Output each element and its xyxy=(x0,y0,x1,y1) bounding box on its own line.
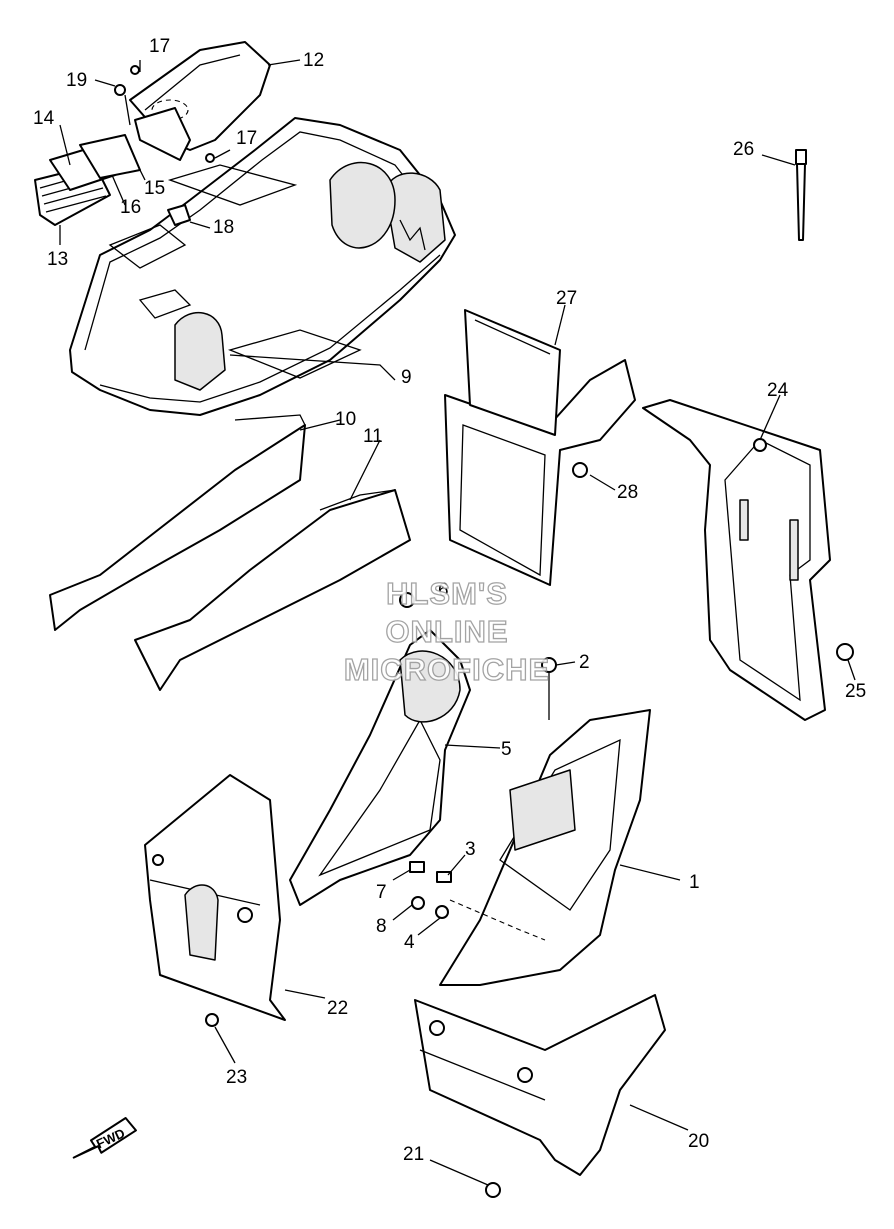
callout-6: 6 xyxy=(438,580,449,601)
callout-21: 21 xyxy=(403,1144,424,1165)
callout-14: 14 xyxy=(33,108,55,129)
vent-grille xyxy=(34,134,191,226)
callout-9: 9 xyxy=(401,367,412,388)
center-fasteners xyxy=(409,861,452,919)
assembly-dash xyxy=(449,899,546,941)
callout-20: 20 xyxy=(688,1131,709,1152)
callout-23: 23 xyxy=(226,1067,247,1088)
callout-15: 15 xyxy=(144,178,165,199)
watermark-line-3: MICROFICHE xyxy=(344,652,550,687)
callout-12: 12 xyxy=(303,50,324,71)
callout-13: 13 xyxy=(47,249,68,270)
callout-24: 24 xyxy=(767,380,789,401)
air-duct-top xyxy=(129,41,271,161)
side-rail-10 xyxy=(49,414,306,631)
callout-26: 26 xyxy=(733,139,754,160)
callout-10: 10 xyxy=(335,409,356,430)
callout-1: 1 xyxy=(689,872,700,893)
callout-2: 2 xyxy=(579,652,590,673)
callout-17a: 17 xyxy=(149,36,170,57)
callout-11: 11 xyxy=(363,426,383,447)
tank-box xyxy=(444,309,636,586)
hood-cowl xyxy=(69,117,456,416)
watermark-line-1: HLSM'S xyxy=(386,576,508,611)
fwd-arrow-icon: FWD xyxy=(72,1117,137,1159)
callout-3: 3 xyxy=(465,839,476,860)
hood-fasteners xyxy=(114,65,215,163)
callout-8: 8 xyxy=(376,916,387,937)
callout-5: 5 xyxy=(501,739,512,760)
callout-4: 4 xyxy=(404,932,415,953)
callout-labels: 1 2 3 4 5 6 7 8 9 10 11 12 13 14 15 16 1… xyxy=(33,36,866,1165)
leader-lines xyxy=(59,59,856,1186)
side-rail-11 xyxy=(134,489,411,691)
callout-25: 25 xyxy=(845,681,866,702)
callout-18: 18 xyxy=(213,217,234,238)
callout-28: 28 xyxy=(617,482,638,503)
watermark-line-2: ONLINE xyxy=(385,614,508,649)
lower-left-panel xyxy=(144,774,286,1027)
cable-tie xyxy=(795,149,807,241)
side-cover-1 xyxy=(439,657,651,986)
center-panel xyxy=(289,592,471,906)
watermark: HLSM'S ONLINE MICROFICHE xyxy=(343,575,550,687)
lower-right-panel xyxy=(414,994,666,1198)
right-panel xyxy=(642,399,854,721)
callout-17b: 17 xyxy=(236,128,257,149)
callout-19: 19 xyxy=(66,70,87,91)
callout-22: 22 xyxy=(327,998,348,1019)
callout-16: 16 xyxy=(120,197,141,218)
callout-27: 27 xyxy=(556,288,577,309)
callout-7: 7 xyxy=(376,882,387,903)
